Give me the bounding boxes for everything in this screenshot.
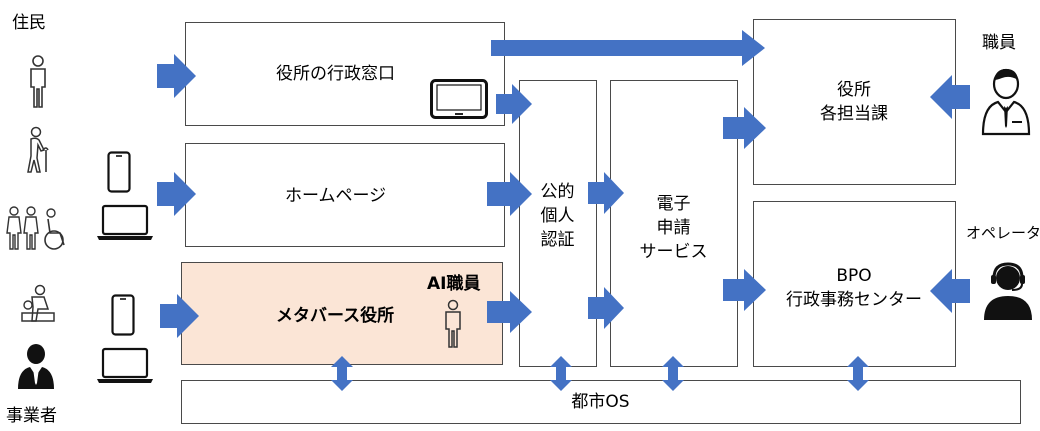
arrow-eservice-to-bpo	[723, 269, 766, 311]
staff-label: 職員	[982, 33, 1016, 53]
parent-child-icon	[18, 284, 60, 325]
staff-icon	[980, 66, 1032, 136]
laptop-icon	[96, 204, 154, 242]
bpo-line2: 行政事務センター	[786, 290, 922, 310]
arrow-homepage-to-auth	[487, 172, 532, 216]
elderly-icon	[22, 126, 56, 174]
counter-box: 役所の行政窓口	[185, 22, 505, 126]
person-icon	[27, 55, 49, 109]
business-label: 事業者	[6, 406, 57, 426]
counter-label: 役所の行政窓口	[276, 64, 395, 84]
tablet-icon	[430, 79, 488, 119]
departments-box: 役所 各担当課	[753, 19, 956, 185]
ai-staff-icon	[443, 299, 463, 349]
arrow-operator-to-bpo	[930, 269, 970, 313]
smartphone-icon	[107, 151, 131, 193]
eservice-box: 電子 申請 サービス	[610, 80, 738, 367]
ai-staff-label: AI職員	[427, 274, 481, 294]
arrow-counter-to-departments	[491, 30, 765, 66]
arrow-auth-to-eservice-1	[588, 172, 624, 214]
arrow-staff-to-departments	[930, 75, 970, 119]
homepage-label: ホームページ	[285, 186, 387, 206]
homepage-box: ホームページ	[185, 143, 505, 247]
arrow-bpo-city-os	[847, 356, 869, 391]
arrow-eservice-city-os	[662, 356, 684, 391]
operator-icon	[982, 262, 1034, 322]
departments-line2: 各担当課	[820, 104, 888, 124]
auth-line1: 公的	[540, 182, 575, 202]
auth-line3: 認証	[540, 230, 575, 250]
city-os-label: 都市OS	[571, 392, 630, 412]
arrow-counter-to-auth	[496, 84, 532, 124]
metaverse-label: メタバース役所	[276, 306, 395, 326]
eservice-line1: 電子	[656, 194, 691, 214]
eservice-line3: サービス	[639, 242, 708, 262]
arrow-metaverse-to-auth	[487, 291, 532, 333]
operator-label: オペレータ	[966, 224, 1040, 242]
arrow-metaverse-city-os	[331, 356, 353, 391]
auth-box: 公的 個人 認証	[519, 80, 597, 367]
arrow-auth-city-os	[550, 356, 572, 391]
city-os-bar: 都市OS	[181, 380, 1021, 424]
auth-line2: 個人	[540, 206, 575, 226]
eservice-line2: 申請	[656, 218, 691, 238]
arrow-to-counter	[157, 54, 196, 98]
arrow-auth-to-eservice-2	[588, 287, 624, 329]
bpo-line1: BPO	[836, 266, 872, 286]
departments-line1: 役所	[837, 80, 871, 100]
arrow-to-homepage	[157, 172, 196, 216]
bpo-box: BPO 行政事務センター	[753, 201, 956, 367]
smartphone-icon	[111, 294, 135, 336]
arrow-to-metaverse	[160, 294, 199, 338]
residents-label: 住民	[12, 13, 46, 33]
metaverse-box: メタバース役所 AI職員	[181, 262, 503, 365]
businessman-icon	[16, 343, 56, 391]
family-icon	[6, 205, 74, 251]
arrow-eservice-to-departments	[723, 107, 766, 149]
laptop-icon	[96, 347, 154, 385]
